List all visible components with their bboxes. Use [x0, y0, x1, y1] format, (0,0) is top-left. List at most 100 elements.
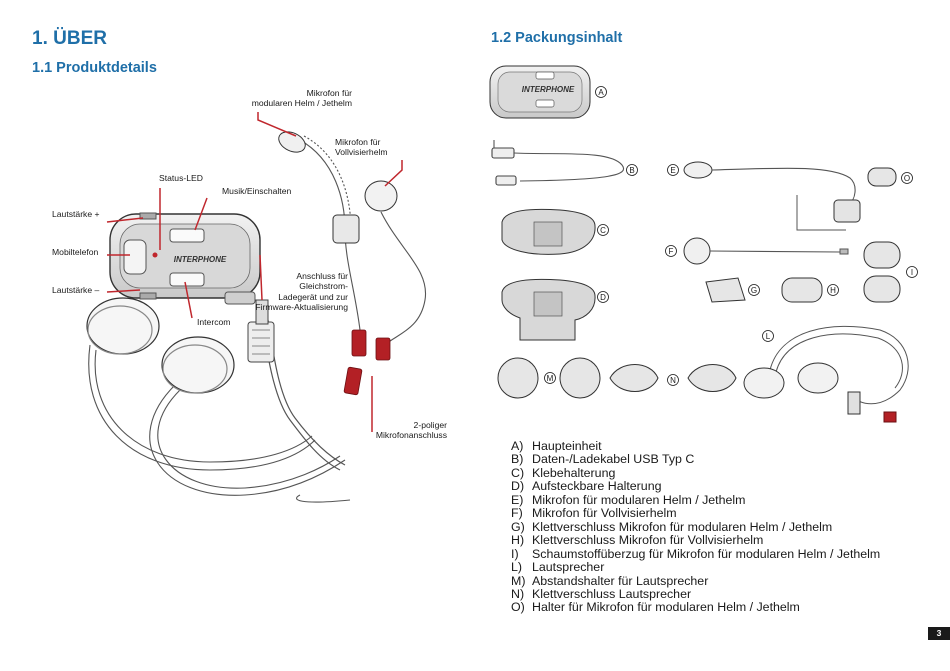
- item-d-drawing: [501, 278, 596, 341]
- legend-key: H): [511, 533, 525, 548]
- legend-item: G) Klettverschluss Mikrofon für modularen…: [511, 519, 880, 534]
- legend-text: Mikrofon für modularen Helm / Jethelm: [532, 492, 746, 507]
- tag-b: B: [626, 164, 638, 176]
- legend-key: M): [511, 573, 526, 588]
- page-number: 3: [928, 627, 950, 640]
- callout-status-led: Status-LED: [159, 173, 203, 183]
- legend-key: G): [511, 519, 525, 534]
- legend-text: Mikrofon für Vollvisierhelm: [532, 506, 677, 521]
- svg-text:B: B: [629, 166, 634, 175]
- svg-text:A: A: [598, 88, 604, 97]
- legend-item: N) Klettverschluss Lautsprecher: [511, 586, 880, 601]
- svg-text:L: L: [766, 332, 771, 341]
- item-f-drawing: [683, 237, 849, 265]
- svg-text:G: G: [751, 286, 757, 295]
- svg-text:F: F: [669, 247, 674, 256]
- item-o-drawing: [867, 167, 897, 187]
- legend-key: O): [511, 600, 525, 615]
- legend-item: B) Daten-/Ladekabel USB Typ C: [511, 452, 880, 467]
- speaker-left: [86, 297, 160, 355]
- legend-item: E)Mikrofon für modularen Helm / Jethelm: [511, 492, 880, 507]
- tag-o: O: [901, 172, 913, 184]
- callout-volume-up: Lautstärke +: [52, 209, 100, 219]
- callout-mobile: Mobiltelefon: [52, 247, 99, 257]
- svg-text:H: H: [830, 286, 836, 295]
- item-l-drawing: [743, 325, 909, 423]
- tag-c: C: [597, 224, 609, 236]
- mic-modular-capsule: [278, 131, 306, 153]
- item-h-drawing: [781, 277, 823, 303]
- callout-music: Musik/Einschalten: [222, 186, 292, 196]
- svg-text:O: O: [904, 174, 910, 183]
- legend-text: Daten-/Ladekabel USB Typ C: [532, 452, 695, 467]
- subsection-package-contents: 1.2 Packungsinhalt: [491, 30, 623, 46]
- connector-plug: [247, 299, 275, 363]
- tag-l: L: [762, 330, 774, 342]
- legend-item: O) Halter für Mikrofon für modularen Helm…: [511, 600, 880, 615]
- speaker-cables: [88, 344, 351, 503]
- tag-n: N: [667, 374, 679, 386]
- tag-d: D: [597, 291, 609, 303]
- legend-item: H) Klettverschluss Mikrofon für Vollvisie…: [511, 533, 880, 548]
- legend-text: Schaumstoffüberzug für Mikrofon für modu…: [532, 546, 881, 561]
- svg-text:N: N: [670, 376, 676, 385]
- tag-e: E: [667, 164, 679, 176]
- svg-text:M: M: [547, 374, 554, 383]
- main-unit: INTERPHONE: [109, 212, 261, 305]
- section-title: 1. ÜBER: [32, 28, 107, 49]
- item-e-drawing: [683, 161, 861, 231]
- item-b-drawing: [491, 140, 625, 186]
- legend-text: Lautsprecher: [532, 560, 605, 575]
- legend-item: C) Klebehalterung: [511, 465, 880, 480]
- legend-key: N): [511, 586, 525, 601]
- legend-text: Aufsteckbare Halterung: [532, 479, 662, 494]
- legend-key: L): [511, 560, 523, 575]
- callout-mic-connector: 2-poliger Mikrofonanschluss: [375, 420, 447, 441]
- svg-text:I: I: [911, 268, 913, 277]
- legend-text: Abstandshalter für Lautsprecher: [532, 573, 709, 588]
- red-connectors: [343, 329, 391, 396]
- svg-text:D: D: [600, 293, 606, 302]
- legend-item: F) Mikrofon für Vollvisierhelm: [511, 506, 880, 521]
- legend-text: Klettverschluss Mikrofon für Vollvisierh…: [532, 533, 764, 548]
- tag-g: G: [748, 284, 760, 296]
- tag-m: M: [544, 372, 556, 384]
- legend-item: A) Haupteinheit: [511, 439, 880, 453]
- tag-h: H: [827, 284, 839, 296]
- callout-mic-fullface: Mikrofon für Vollvisierhelm: [335, 137, 388, 158]
- item-tags: A B C D E O F I G H L M N: [544, 86, 918, 386]
- speaker-right: [161, 336, 235, 394]
- legend-text: Klebehalterung: [532, 465, 616, 480]
- legend-text: Haupteinheit: [532, 439, 602, 453]
- tag-a: A: [595, 86, 607, 98]
- brand-logo-small: INTERPHONE: [522, 85, 575, 94]
- svg-text:E: E: [670, 166, 675, 175]
- item-g-drawing: [705, 277, 746, 303]
- legend-item: M) Abstandshalter für Lautsprecher: [511, 573, 880, 588]
- callout-lines: [106, 112, 403, 432]
- tag-i: I: [906, 266, 918, 278]
- legend-item: I) Schaumstoffüberzug für Mikrofon für mo…: [511, 546, 881, 561]
- mic-fullface: [364, 180, 398, 212]
- item-n-drawing: [609, 364, 737, 392]
- item-i-drawing: [863, 241, 901, 303]
- legend-item: D) Aufsteckbare Halterung: [511, 479, 880, 494]
- mic-modular-base: [332, 214, 360, 244]
- callout-charger-port: Anschluss für Gleichstrom- Ladegerät und…: [255, 271, 348, 313]
- legend-key: A): [511, 439, 524, 453]
- legend-text: Halter für Mikrofon für modularen Helm /…: [532, 600, 800, 615]
- legend-key: B): [511, 452, 524, 467]
- legend-key: F): [511, 506, 523, 521]
- legend-key: D): [511, 479, 525, 494]
- legend-text: Klettverschluss Mikrofon für modularen H…: [532, 519, 833, 534]
- item-m-drawing: [497, 357, 601, 399]
- callout-intercom: Intercom: [197, 317, 231, 327]
- item-c-drawing: [501, 208, 596, 255]
- legend-key: I): [511, 546, 519, 561]
- legend-key: C): [511, 465, 525, 480]
- brand-logo: INTERPHONE: [174, 255, 227, 264]
- subsection-product-details: 1.1 Produktdetails: [32, 60, 157, 76]
- legend-text: Klettverschluss Lautsprecher: [532, 586, 692, 601]
